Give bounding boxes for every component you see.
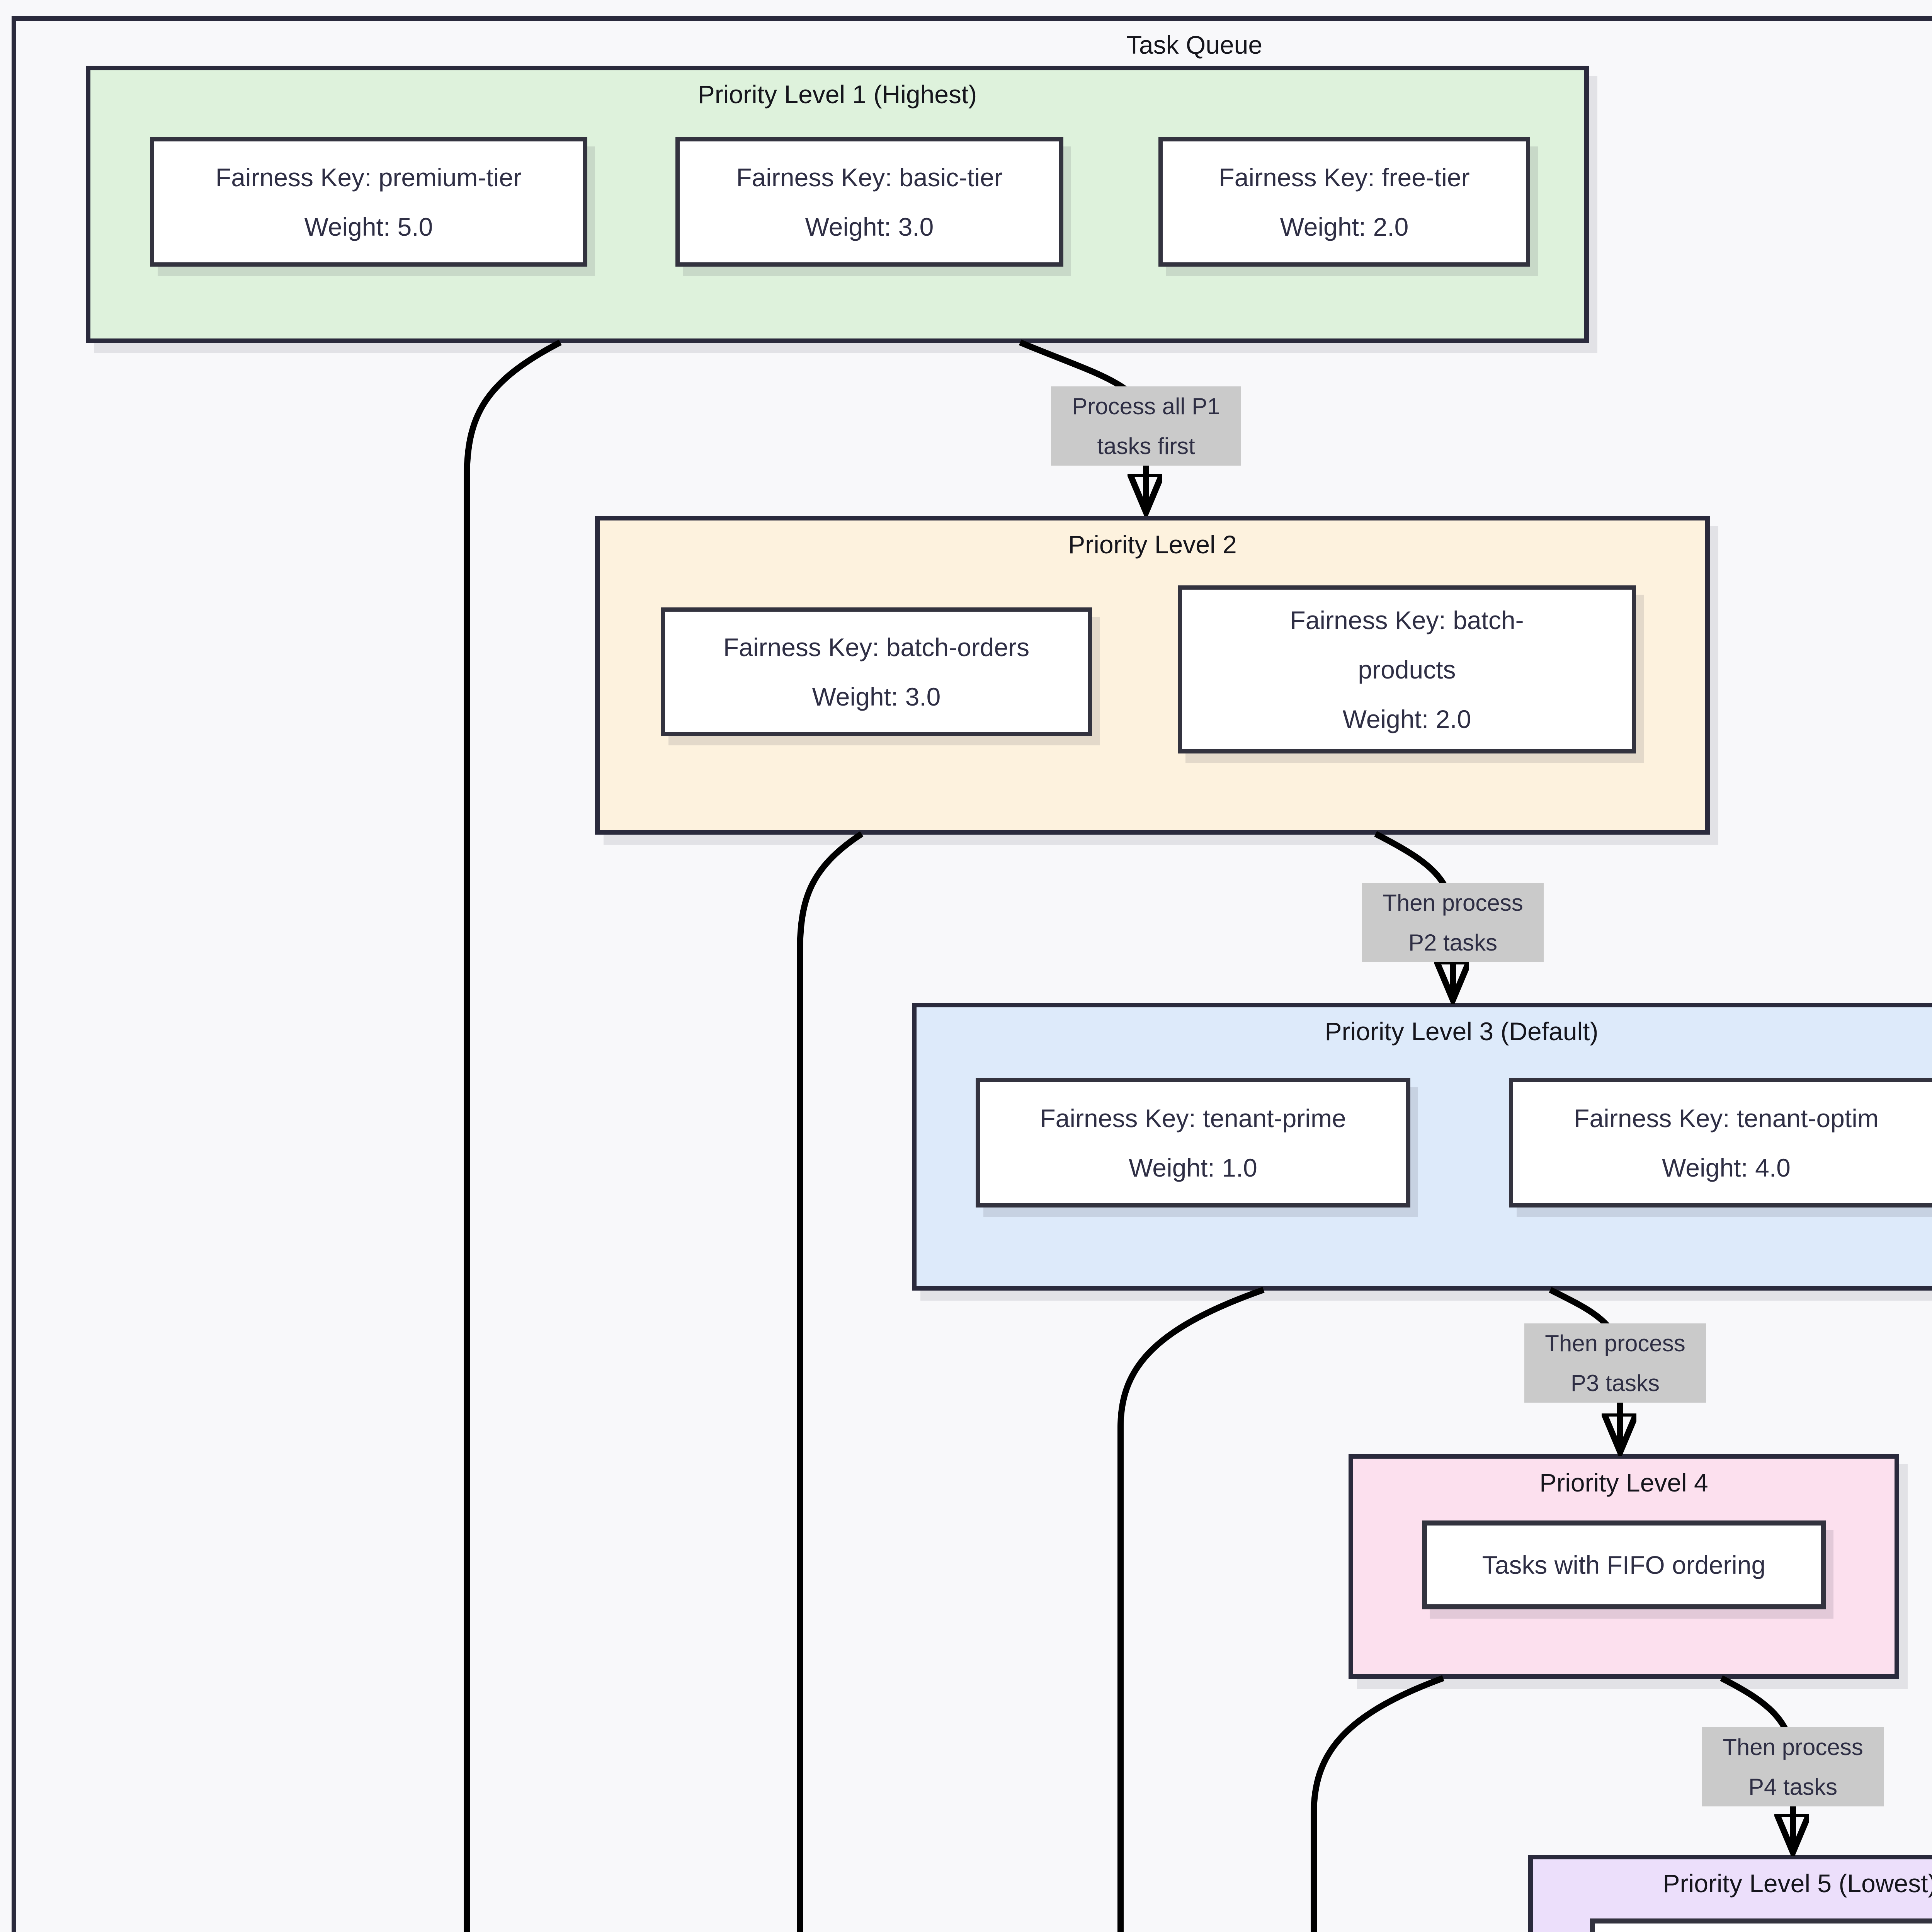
task-queue-title: Task Queue <box>1126 31 1263 59</box>
edge-label-p4-p5-line-2: P4 tasks <box>1748 1774 1838 1800</box>
edge-p4-to-workers <box>1311 1675 1444 1932</box>
edge-label-p4-p5: Then process P4 tasks <box>1702 1727 1884 1806</box>
edge-label-p3-p4-line-2: P3 tasks <box>1570 1370 1660 1396</box>
edge-label-p1-p2-line-2: tasks first <box>1097 433 1195 459</box>
priority-level-1-title: Priority Level 1 (Highest) <box>697 80 977 109</box>
node-tenant-optim: Fairness Key: tenant-optim Weight: 4.0 <box>1509 1078 1932 1208</box>
priority-level-3-title: Priority Level 3 (Default) <box>1325 1017 1599 1046</box>
edge-label-p2-p3-line-1: Then process <box>1383 889 1523 916</box>
node-batch-orders-weight: Weight: 3.0 <box>812 682 941 711</box>
edge-p1-to-workers <box>464 339 562 1932</box>
edge-label-p1-p2: Process all P1 tasks first <box>1051 386 1241 466</box>
edge-label-p2-p3: Then process P2 tasks <box>1362 883 1544 962</box>
node-batch-orders-key: Fairness Key: batch-orders <box>723 633 1030 662</box>
edge-label-p2-p3-line-2: P2 tasks <box>1408 929 1498 956</box>
edge-label-p4-p5-line-1: Then process <box>1723 1734 1863 1760</box>
node-free-tier-weight: Weight: 2.0 <box>1280 212 1409 241</box>
node-p4-fifo-label: Tasks with FIFO ordering <box>1482 1551 1766 1579</box>
node-batch-products-key-2: products <box>1358 655 1456 684</box>
node-premium-tier: Fairness Key: premium-tier Weight: 5.0 <box>150 137 587 267</box>
edge-label-p3-p4: Then process P3 tasks <box>1524 1323 1706 1403</box>
node-tenant-optim-weight: Weight: 4.0 <box>1662 1153 1791 1182</box>
node-batch-products: Fairness Key: batch- products Weight: 2.… <box>1178 585 1636 753</box>
node-batch-products-key-1: Fairness Key: batch- <box>1290 605 1524 634</box>
node-free-tier: Fairness Key: free-tier Weight: 2.0 <box>1158 137 1530 267</box>
node-basic-tier-weight: Weight: 3.0 <box>805 212 934 241</box>
node-tenant-prime-key: Fairness Key: tenant-prime <box>1040 1104 1346 1133</box>
node-free-tier-key: Fairness Key: free-tier <box>1219 163 1470 192</box>
node-batch-orders: Fairness Key: batch-orders Weight: 3.0 <box>661 607 1092 736</box>
node-p5-fifo: Tasks with FIFO ordering <box>1590 1918 1932 1932</box>
node-tenant-optim-key: Fairness Key: tenant-optim <box>1574 1104 1879 1133</box>
priority-level-5-title: Priority Level 5 (Lowest) <box>1663 1869 1932 1898</box>
edge-p2-to-workers <box>797 831 864 1932</box>
node-premium-tier-key: Fairness Key: premium-tier <box>215 163 522 192</box>
priority-level-4-title: Priority Level 4 <box>1539 1468 1708 1497</box>
priority-level-2-title: Priority Level 2 <box>1068 530 1237 559</box>
edge-label-p3-p4-line-1: Then process <box>1545 1330 1685 1356</box>
node-p4-fifo: Tasks with FIFO ordering <box>1422 1520 1826 1609</box>
node-tenant-prime-weight: Weight: 1.0 <box>1129 1153 1257 1182</box>
node-batch-products-weight: Weight: 2.0 <box>1342 704 1471 733</box>
node-premium-tier-weight: Weight: 5.0 <box>304 212 433 241</box>
edge-label-p1-p2-line-1: Process all P1 <box>1072 393 1220 419</box>
node-basic-tier-key: Fairness Key: basic-tier <box>736 163 1003 192</box>
node-basic-tier: Fairness Key: basic-tier Weight: 3.0 <box>675 137 1063 267</box>
node-tenant-prime: Fairness Key: tenant-prime Weight: 1.0 <box>976 1078 1410 1208</box>
edge-p3-to-workers <box>1117 1287 1265 1932</box>
